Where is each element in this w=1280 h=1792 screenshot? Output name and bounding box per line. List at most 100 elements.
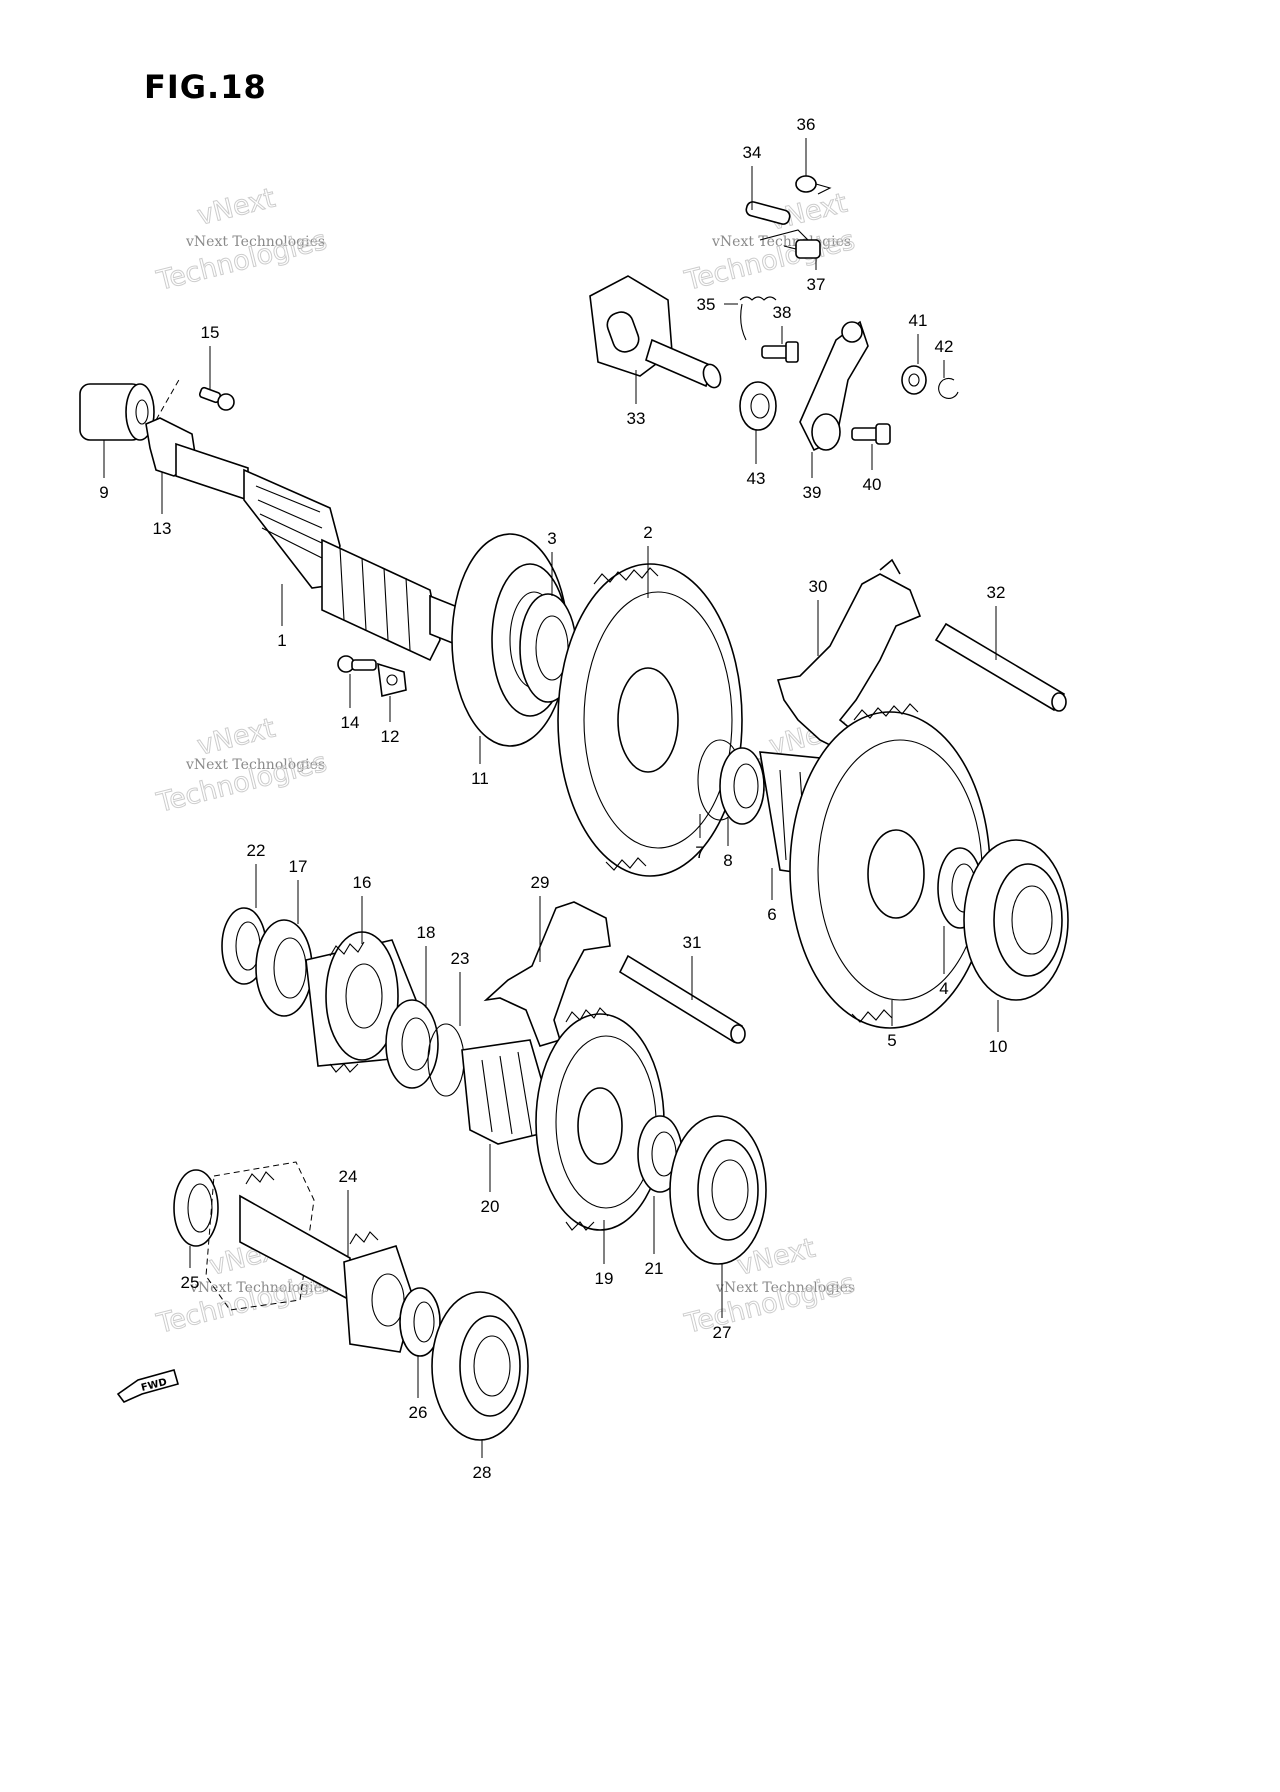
callout-15: 15: [201, 323, 220, 390]
callout-6: 6: [767, 868, 777, 924]
svg-text:9: 9: [99, 483, 108, 502]
middle-gear-cluster: [221, 901, 767, 1265]
watermark-mid-left: vNext vNext Technologies Technologies: [153, 712, 331, 819]
svg-text:14: 14: [341, 713, 360, 732]
svg-text:11: 11: [471, 769, 489, 788]
part-22-washer: [221, 907, 267, 985]
callout-42: 42: [935, 337, 954, 378]
part-1-countershaft: [175, 442, 471, 662]
part-2-driven-gear: [557, 563, 743, 877]
svg-text:30: 30: [809, 577, 828, 596]
part-25-washer: [173, 1169, 219, 1247]
svg-text:13: 13: [153, 519, 172, 538]
part-42-e-clip: [938, 377, 959, 399]
part-15-screw: [198, 386, 235, 411]
svg-text:16: 16: [353, 873, 372, 892]
svg-text:29: 29: [531, 873, 550, 892]
callouts: 1 2 3 4 5 6 7 8 9 10 11 12 13 14 15 16 1…: [99, 115, 1007, 1482]
svg-text:25: 25: [181, 1273, 200, 1292]
callout-30: 30: [809, 577, 828, 656]
callout-32: 32: [987, 583, 1006, 660]
svg-text:26: 26: [409, 1403, 428, 1422]
watermark-brand-short: vNext: [194, 713, 278, 762]
svg-text:32: 32: [987, 583, 1006, 602]
svg-text:22: 22: [247, 841, 266, 860]
callout-24: 24: [339, 1167, 358, 1256]
figure-title: FIG.18: [144, 68, 267, 106]
svg-text:42: 42: [935, 337, 954, 356]
callout-37: 37: [807, 258, 825, 294]
svg-text:12: 12: [381, 727, 400, 746]
svg-text:1: 1: [277, 631, 286, 650]
callout-25: 25: [181, 1246, 200, 1292]
forward-arrow: FWD: [116, 1369, 179, 1403]
watermark-brand-long: vNext Technologies: [715, 1280, 855, 1296]
callout-26: 26: [409, 1356, 428, 1422]
callout-2: 2: [643, 523, 653, 598]
callout-11: 11: [471, 736, 489, 788]
watermark-brand-short: vNext: [194, 183, 278, 232]
part-27-bearing: [669, 1115, 767, 1265]
svg-text:38: 38: [773, 303, 792, 322]
part-10-bearing: [963, 839, 1069, 1001]
part-37-bolt: [783, 239, 821, 259]
callout-33: 33: [627, 370, 646, 428]
callout-39: 39: [803, 452, 821, 502]
shift-shaft-assembly: [589, 175, 959, 452]
svg-text:4: 4: [939, 979, 948, 998]
svg-text:19: 19: [595, 1269, 614, 1288]
svg-text:27: 27: [713, 1323, 732, 1342]
callout-16: 16: [353, 873, 372, 944]
callout-5: 5: [887, 1000, 897, 1050]
part-35-spring: [739, 296, 777, 341]
svg-text:23: 23: [451, 949, 470, 968]
part-18-washer: [385, 999, 439, 1089]
svg-text:36: 36: [797, 115, 816, 134]
part-39-shift-arm: [799, 320, 869, 452]
svg-text:17: 17: [289, 857, 308, 876]
part-17-bushing: [255, 919, 313, 1017]
callout-21: 21: [645, 1196, 663, 1278]
callout-1: 1: [277, 584, 287, 650]
svg-text:2: 2: [643, 523, 652, 542]
callout-19: 19: [595, 1220, 614, 1288]
part-43-oil-seal: [739, 381, 777, 431]
callout-40: 40: [863, 444, 882, 494]
part-14-bolt: [337, 655, 377, 673]
svg-text:15: 15: [201, 323, 220, 342]
part-20-gear-hub: [461, 1039, 558, 1145]
svg-text:28: 28: [473, 1463, 492, 1482]
callout-36: 36: [797, 115, 816, 176]
callout-10: 10: [989, 1000, 1007, 1056]
part-31-shift-rod: [618, 954, 746, 1044]
svg-text:8: 8: [723, 851, 732, 870]
svg-text:41: 41: [909, 311, 928, 330]
part-33-shift-shaft: [589, 275, 722, 389]
callout-31: 31: [683, 933, 701, 1000]
svg-text:33: 33: [627, 409, 646, 428]
callout-38: 38: [773, 303, 792, 344]
watermark-brand-long: vNext Technologies: [185, 234, 325, 250]
callout-41: 41: [909, 311, 928, 364]
watermark-top-right: vNext vNext Technologies Technologies: [681, 187, 859, 297]
callout-18: 18: [417, 923, 436, 1008]
svg-text:24: 24: [339, 1167, 358, 1186]
countershaft-assembly: [79, 377, 743, 877]
svg-text:5: 5: [887, 1031, 896, 1050]
part-41-washer: [901, 365, 927, 395]
svg-text:34: 34: [743, 143, 762, 162]
callout-20: 20: [481, 1144, 500, 1216]
svg-text:3: 3: [547, 529, 556, 548]
callout-13: 13: [153, 472, 172, 538]
part-28-bearing: [431, 1291, 529, 1441]
callout-29: 29: [531, 873, 550, 962]
part-26-washer: [399, 1287, 441, 1357]
part-40-bolt: [851, 423, 891, 445]
svg-text:20: 20: [481, 1197, 500, 1216]
svg-text:18: 18: [417, 923, 436, 942]
svg-text:40: 40: [863, 475, 882, 494]
callout-3: 3: [547, 529, 557, 596]
callout-12: 12: [381, 696, 400, 746]
part-32-shift-rod: [934, 622, 1067, 712]
part-24-gear-shaft: [205, 1161, 415, 1353]
